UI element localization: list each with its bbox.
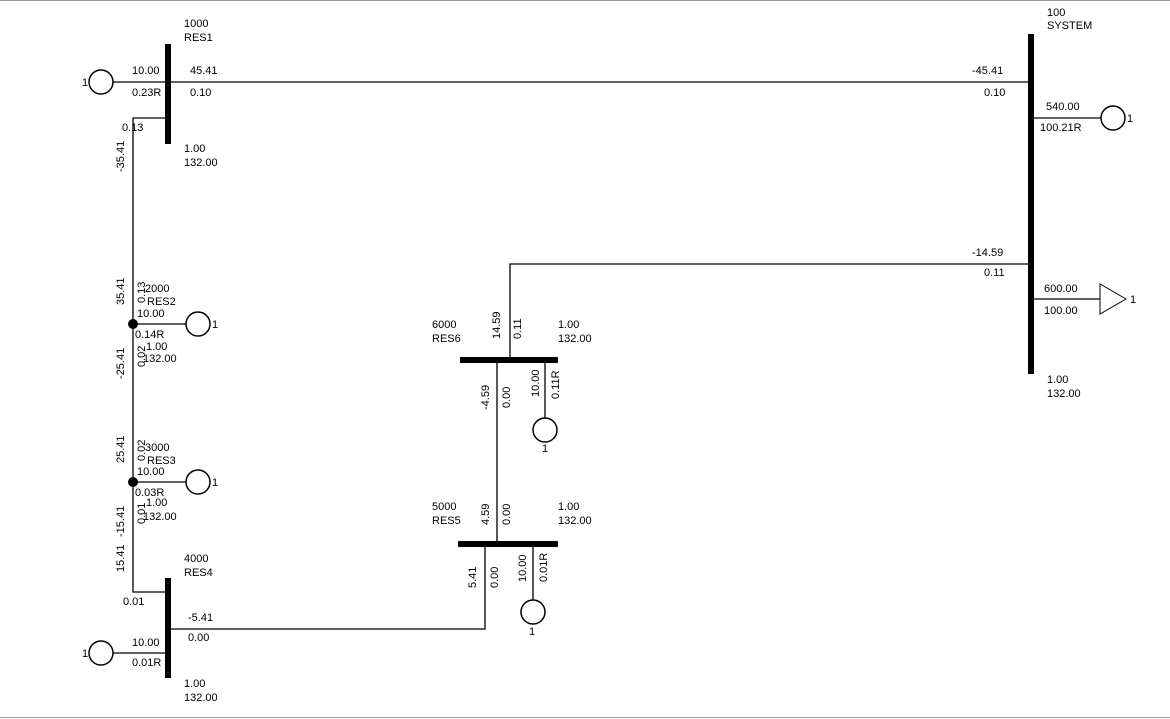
load-100-icon[interactable] — [1099, 283, 1128, 315]
generator-3000-id: 1 — [212, 477, 218, 489]
bus-100-voltage-kv: 132.00 — [1047, 388, 1081, 400]
generator-6000-id: 1 — [542, 443, 548, 455]
bus-4000-voltage-pu: 1.00 — [184, 678, 205, 690]
generator-100-p: 540.00 — [1046, 101, 1080, 113]
flow-4000-5000-p-to: 5.41 — [467, 567, 479, 588]
generator-6000-icon[interactable] — [532, 417, 558, 443]
bus-3000-voltage-pu: 1.00 — [146, 497, 167, 509]
flow-3000-4000-p-from: -15.41 — [115, 506, 127, 537]
flow-4000-5000-q-to: 0.00 — [489, 567, 501, 588]
bus-100-name: SYSTEM — [1047, 20, 1092, 32]
flow-5000-6000-p-to: -4.59 — [480, 385, 492, 410]
generator-1000-p: 10.00 — [132, 65, 160, 77]
generator-4000-q: 0.01R — [132, 657, 161, 669]
bus-5000-voltage-pu: 1.00 — [558, 501, 579, 513]
bus-5000-number: 5000 — [432, 501, 456, 513]
flow-6000-100-q-from: 0.11 — [512, 318, 524, 339]
branch-1000-2000[interactable] — [132, 117, 170, 324]
bus-1000-voltage-kv: 132.00 — [184, 157, 218, 169]
flow-3000-4000-p-to: 15.41 — [115, 544, 127, 572]
generator-4000-p: 10.00 — [132, 637, 160, 649]
generator-3000-icon[interactable] — [185, 469, 211, 495]
generator-2000-icon[interactable] — [185, 311, 211, 337]
bus-2000-voltage-pu: 1.00 — [146, 341, 167, 353]
generator-5000-icon[interactable] — [520, 599, 546, 625]
flow-1000-100-q-to: 0.10 — [984, 87, 1005, 99]
bus-3000[interactable] — [128, 477, 138, 487]
generator-3000-p: 10.00 — [137, 466, 165, 478]
generator-100-id: 1 — [1127, 113, 1133, 125]
generator-4000-id: 1 — [82, 648, 88, 660]
bus-5000-name: RES5 — [432, 515, 461, 527]
generator-1000-q: 0.23R — [132, 87, 161, 99]
flow-4000-5000-q-from: 0.00 — [188, 632, 209, 644]
branch-6000-100[interactable] — [509, 263, 1030, 359]
flow-6000-100-q-to: 0.11 — [984, 267, 1005, 279]
branch-3000-4000[interactable] — [132, 482, 168, 593]
generator-5000-id: 1 — [529, 626, 535, 638]
bus-4000-number: 4000 — [184, 553, 208, 565]
flow-4000-5000-p-from: -5.41 — [188, 612, 213, 624]
bus-3000-name: RES3 — [147, 455, 176, 467]
load-100-q: 100.00 — [1044, 305, 1078, 317]
flow-2000-3000-p-to: 25.41 — [115, 435, 127, 463]
generator-5000-q: 0.01R — [538, 553, 550, 582]
bus-4000-voltage-kv: 132.00 — [184, 692, 218, 704]
generator-6000-q: 0.11R — [550, 370, 562, 399]
flow-5000-6000-q-to: 0.00 — [501, 387, 513, 408]
flow-1000-100-q-from: 0.10 — [190, 87, 211, 99]
flow-3000-4000-q-from: 0.01 — [136, 503, 148, 524]
generator-5000-p: 10.00 — [517, 554, 529, 582]
flow-3000-4000-q-to: 0.01 — [123, 596, 144, 608]
generator-3000-q: 0.03R — [135, 487, 164, 499]
bus-5000-voltage-kv: 132.00 — [558, 515, 592, 527]
generator-6000-p: 10.00 — [530, 369, 542, 397]
flow-2000-3000-p-from: -25.41 — [115, 348, 127, 379]
flow-1000-100-p-to: -45.41 — [972, 65, 1003, 77]
bus-100-voltage-pu: 1.00 — [1047, 374, 1068, 386]
flow-6000-100-p-from: 14.59 — [491, 311, 503, 339]
generator-100-q: 100.21R — [1040, 122, 1082, 134]
flow-2000-3000-q-from: 0.02 — [136, 346, 148, 367]
bus-3000-number: 3000 — [145, 442, 169, 454]
bus-4000-name: RES4 — [184, 567, 213, 579]
frame-bottom-border — [0, 717, 1170, 718]
flow-1000-2000-p-to: 35.41 — [115, 277, 127, 305]
bus-2000-number: 2000 — [145, 283, 169, 295]
bus-6000-number: 6000 — [432, 319, 456, 331]
generator-1000-icon[interactable] — [88, 69, 114, 95]
generator-4000-icon[interactable] — [88, 640, 114, 666]
bus-100-number: 100 — [1047, 7, 1065, 19]
flow-5000-6000-p-from: 4.59 — [480, 504, 492, 525]
flow-1000-2000-q-from: 0.13 — [122, 122, 143, 134]
bus-6000-voltage-kv: 132.00 — [558, 333, 592, 345]
flow-1000-2000-p-from: -35.41 — [115, 141, 127, 172]
flow-1000-100-p-from: 45.41 — [190, 65, 218, 77]
bus-2000[interactable] — [128, 319, 138, 329]
flow-5000-6000-q-from: 0.00 — [501, 504, 513, 525]
bus-1000-name: RES1 — [184, 32, 213, 44]
load-100-id: 1 — [1130, 294, 1136, 306]
bus-2000-voltage-kv: 132.00 — [143, 353, 177, 365]
frame-top-border — [0, 0, 1170, 1]
bus-6000-name: RES6 — [432, 333, 461, 345]
flow-2000-3000-q-to: 0.02 — [136, 440, 148, 461]
generator-2000-q: 0.14R — [135, 329, 164, 341]
generator-100-icon[interactable] — [1100, 105, 1126, 131]
flow-1000-2000-q-to: 0.13 — [136, 282, 148, 303]
bus-6000-voltage-pu: 1.00 — [558, 319, 579, 331]
load-100-p: 600.00 — [1044, 283, 1078, 295]
bus-1000-number: 1000 — [184, 18, 208, 30]
bus-3000-voltage-kv: 132.00 — [143, 511, 177, 523]
generator-2000-p: 10.00 — [137, 308, 165, 320]
bus-1000-voltage-pu: 1.00 — [184, 143, 205, 155]
generator-2000-id: 1 — [212, 319, 218, 331]
flow-6000-100-p-to: -14.59 — [972, 247, 1003, 259]
bus-2000-name: RES2 — [147, 296, 176, 308]
branch-4000-5000[interactable] — [170, 544, 486, 630]
generator-1000-id: 1 — [82, 77, 88, 89]
